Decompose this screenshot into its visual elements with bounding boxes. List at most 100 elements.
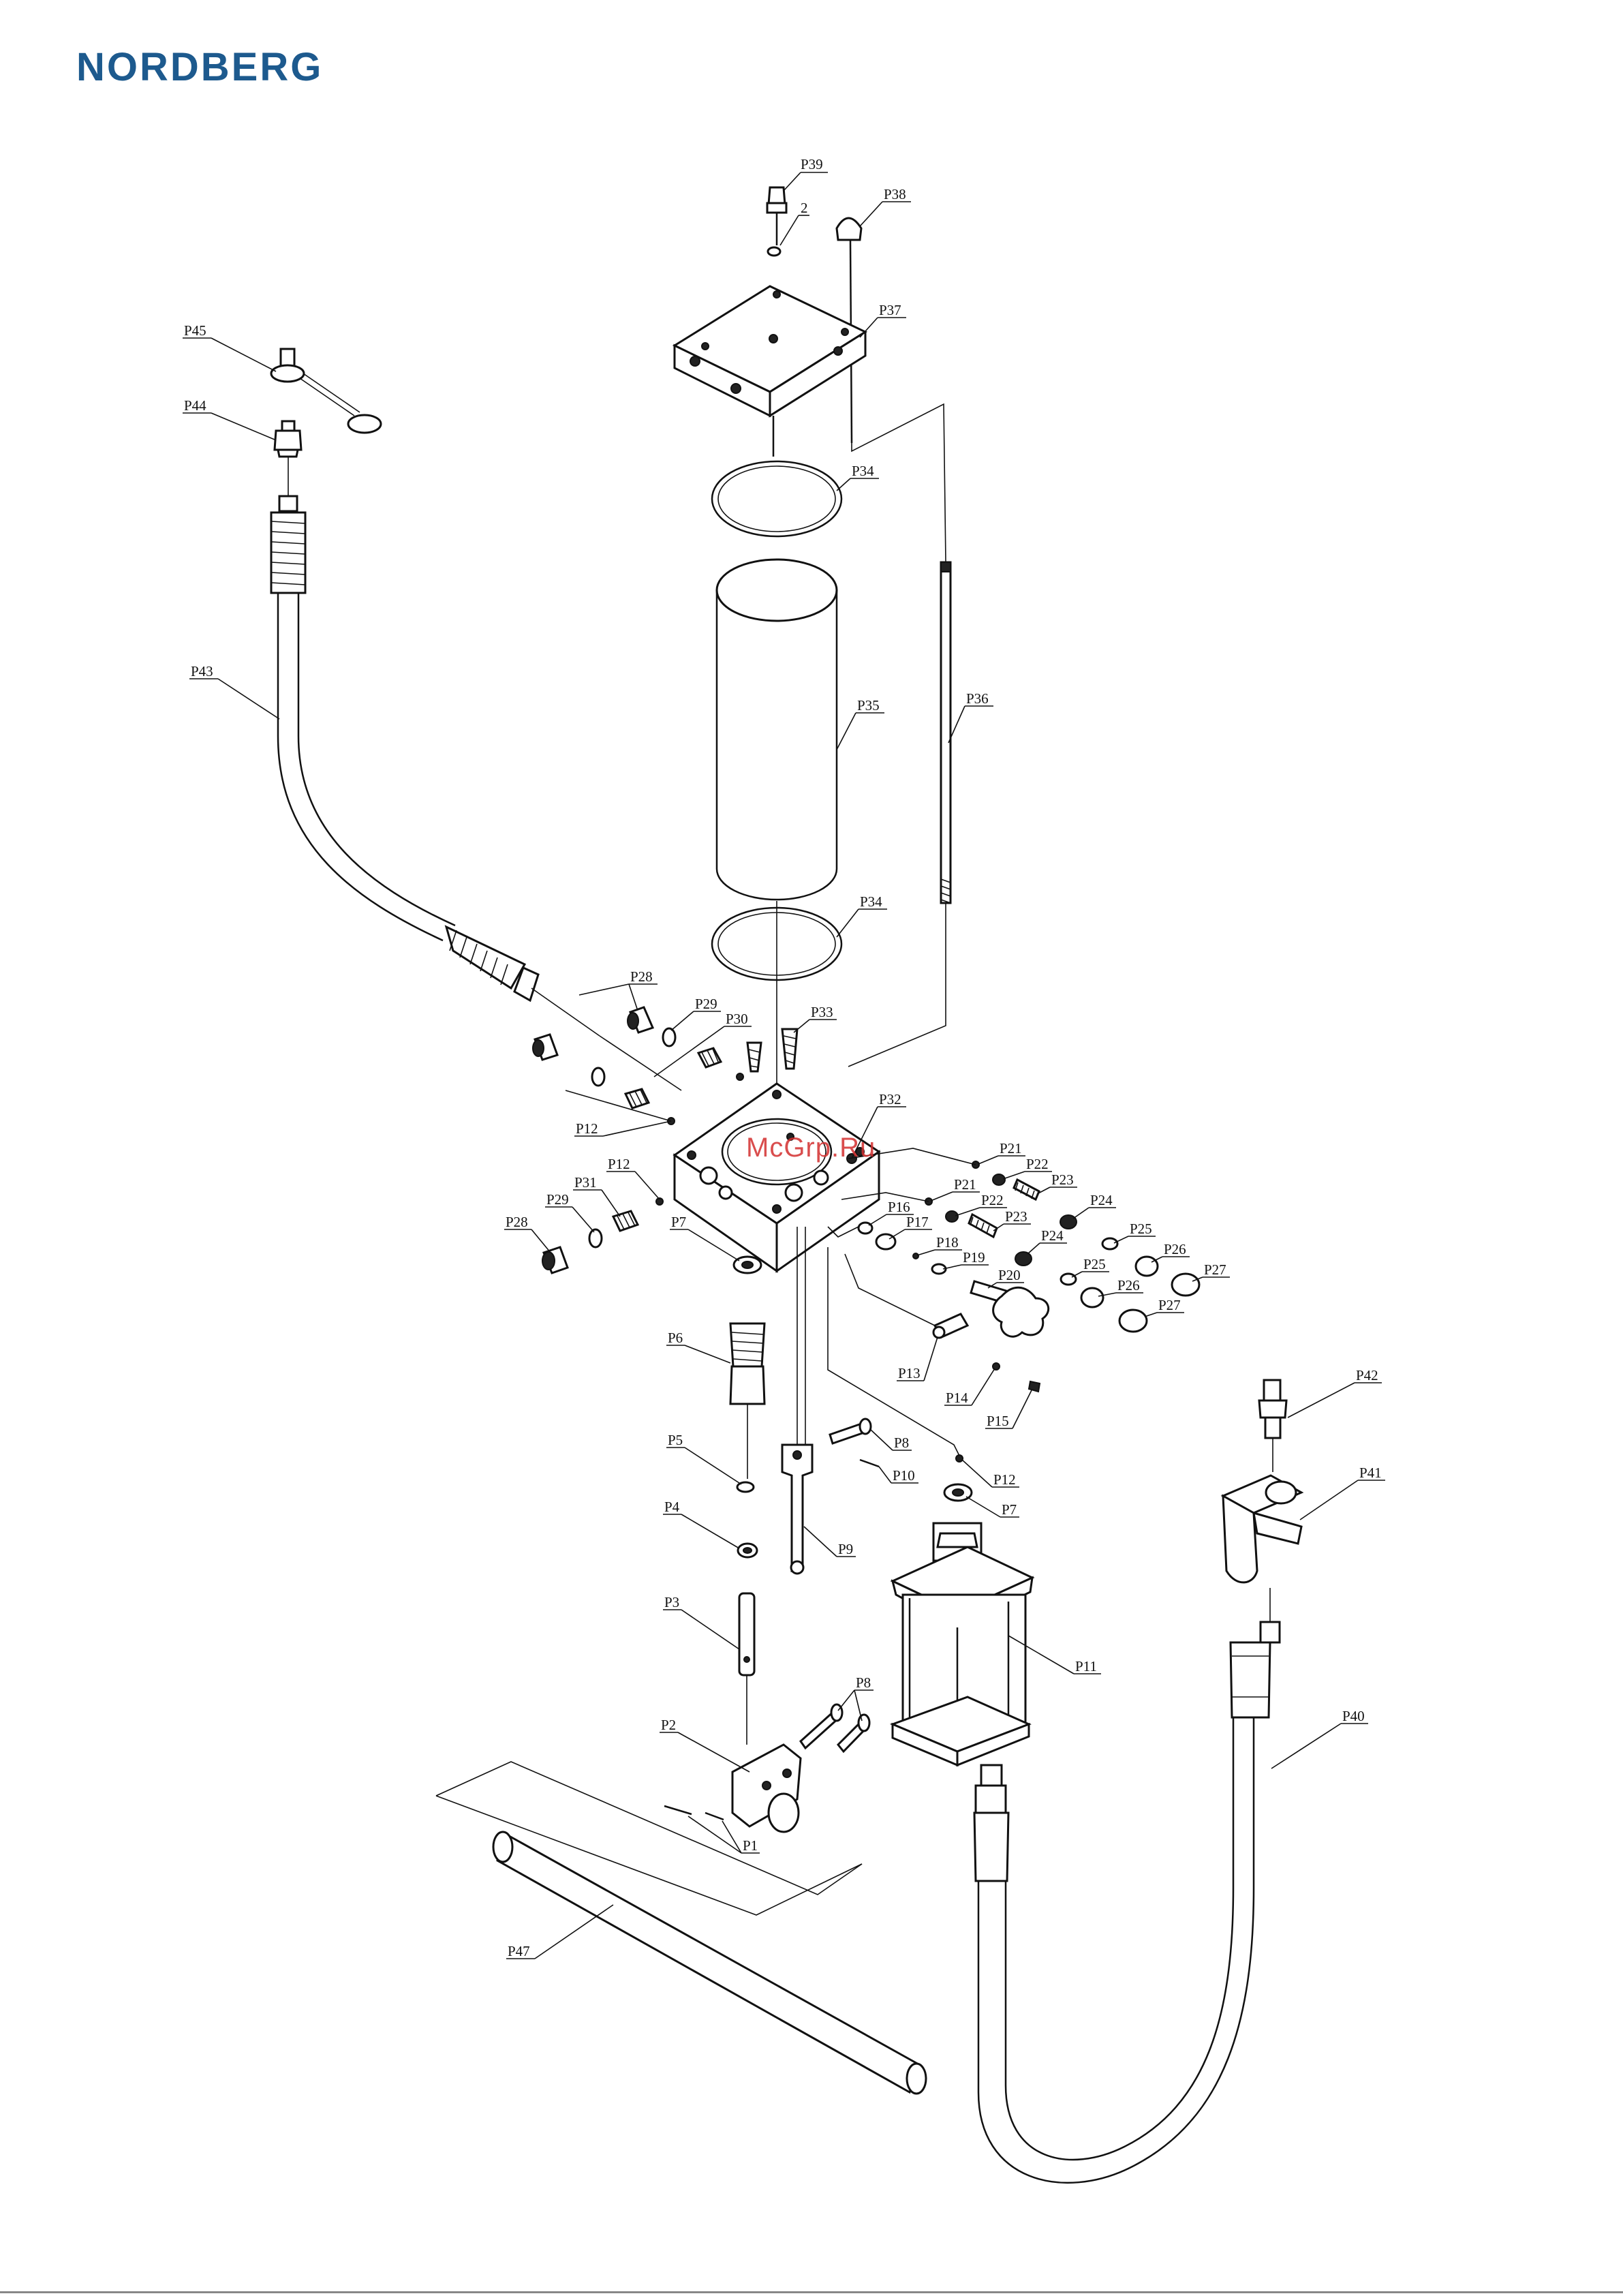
washer-2: [768, 247, 780, 256]
label-p44: P44: [184, 397, 206, 414]
label-p2: P2: [661, 1717, 676, 1733]
link-p9: [782, 1227, 812, 1574]
label-p21-upper: P21: [1000, 1140, 1022, 1157]
pin-p1-b: [705, 1813, 724, 1820]
label-p25-lower: P25: [1083, 1256, 1106, 1272]
pin-p8-b: [838, 1715, 869, 1751]
label-p40: P40: [1342, 1708, 1365, 1724]
ball-p12-d: [956, 1455, 963, 1462]
label-p5: P5: [668, 1432, 683, 1448]
label-p35: P35: [857, 697, 880, 714]
spring-p31-lower: [613, 1211, 638, 1231]
label-p26-lower: P26: [1117, 1277, 1140, 1294]
leader-bracket: [845, 1254, 935, 1326]
label-p31: P31: [574, 1174, 597, 1191]
label-p21-lower: P21: [954, 1176, 976, 1193]
label-p22-upper: P22: [1026, 1156, 1049, 1172]
fitting-p39: [767, 187, 786, 245]
fitting-p44: [275, 421, 301, 496]
plug-p28-upper: [628, 1007, 653, 1032]
top-plate-p37: [675, 286, 865, 457]
label-p11: P11: [1075, 1658, 1097, 1674]
nut-p4: [738, 1544, 757, 1557]
seal-p29-left: [592, 1068, 604, 1086]
label-p26-upper: P26: [1164, 1241, 1186, 1257]
washer-p7-lower: [944, 1484, 972, 1501]
label-p8-upper: P8: [894, 1435, 909, 1451]
label-p20: P20: [998, 1267, 1021, 1283]
label-p37: P37: [879, 302, 901, 318]
pin-p8-upper: [830, 1419, 871, 1443]
label-p19: P19: [963, 1249, 985, 1266]
label-p1: P1: [743, 1837, 758, 1854]
label-p42: P42: [1356, 1367, 1378, 1383]
label-p28-upper: P28: [630, 968, 653, 985]
air-cylinder-p11: [893, 1523, 1032, 1813]
label-p33: P33: [811, 1004, 833, 1020]
page-bottom-rule: [0, 2291, 1623, 2293]
label-p15: P15: [987, 1413, 1009, 1429]
label-p24-lower: P24: [1041, 1227, 1064, 1244]
label-p34-bottom: P34: [860, 893, 882, 910]
cylinder-p35: [717, 560, 837, 900]
pump-block-p32: [675, 1084, 879, 1271]
label-p32: P32: [879, 1091, 901, 1107]
spring-p31-left: [625, 1089, 649, 1108]
label-p10: P10: [893, 1467, 915, 1484]
label-2: 2: [801, 200, 808, 216]
label-p23-lower: P23: [1005, 1208, 1027, 1225]
label-p7-top: P7: [671, 1214, 686, 1230]
label-p25-upper: P25: [1130, 1221, 1152, 1237]
pin-p1-a: [664, 1806, 692, 1814]
label-p38: P38: [884, 186, 906, 202]
cylinder-p6: [730, 1323, 764, 1479]
handle-p47: [493, 1832, 926, 2094]
label-p14: P14: [946, 1390, 968, 1406]
label-p4: P4: [664, 1499, 680, 1515]
label-p9: P9: [838, 1541, 853, 1557]
label-p41: P41: [1359, 1465, 1382, 1481]
pin-p3: [739, 1593, 754, 1745]
leader-p38-p36: [852, 404, 946, 562]
watermark-text: McGrp.Ru: [746, 1133, 876, 1163]
label-p27-upper: P27: [1204, 1261, 1226, 1278]
filter-p33: [782, 1029, 797, 1069]
label-p16: P16: [888, 1199, 910, 1215]
label-p3: P3: [664, 1594, 679, 1610]
oring-p34-top: [712, 461, 841, 536]
label-p12-mid: P12: [608, 1156, 630, 1172]
label-p43: P43: [191, 663, 213, 679]
washer-p7-top: [734, 1257, 761, 1273]
seal-p29-lower: [589, 1229, 602, 1247]
clip-p10: [860, 1460, 879, 1467]
label-p29-lower: P29: [546, 1191, 569, 1208]
plug-p28-lower: [542, 1247, 568, 1273]
filter-p30: [747, 1043, 761, 1071]
label-p18: P18: [936, 1234, 959, 1251]
pin-p8-a: [801, 1704, 842, 1748]
coupler-p41: [1223, 1475, 1301, 1642]
label-p30: P30: [726, 1011, 748, 1027]
leader-p12-low: [828, 1247, 961, 1458]
ball-p12-a: [737, 1073, 743, 1080]
label-p24-upper: P24: [1090, 1192, 1113, 1208]
nipple-p42: [1259, 1380, 1286, 1472]
label-p29-upper: P29: [695, 996, 717, 1012]
label-p13: P13: [898, 1365, 921, 1381]
label-p23-upper: P23: [1051, 1172, 1074, 1188]
seal-p29-upper: [663, 1028, 675, 1046]
bracket-p2: [732, 1745, 801, 1832]
label-p27-lower: P27: [1158, 1297, 1181, 1313]
label-p34-top: P34: [852, 463, 874, 479]
label-p12-lower: P12: [993, 1471, 1016, 1488]
label-p47: P47: [508, 1943, 530, 1959]
label-p39: P39: [801, 156, 823, 172]
label-p45: P45: [184, 322, 206, 339]
label-p6: P6: [668, 1330, 683, 1346]
label-p8-lower: P8: [856, 1674, 871, 1691]
label-p36: P36: [966, 690, 989, 707]
label-p12-left: P12: [576, 1120, 598, 1137]
label-p17: P17: [906, 1214, 929, 1230]
hose-p43: [271, 496, 538, 1000]
plug-p28-left: [533, 1035, 557, 1060]
